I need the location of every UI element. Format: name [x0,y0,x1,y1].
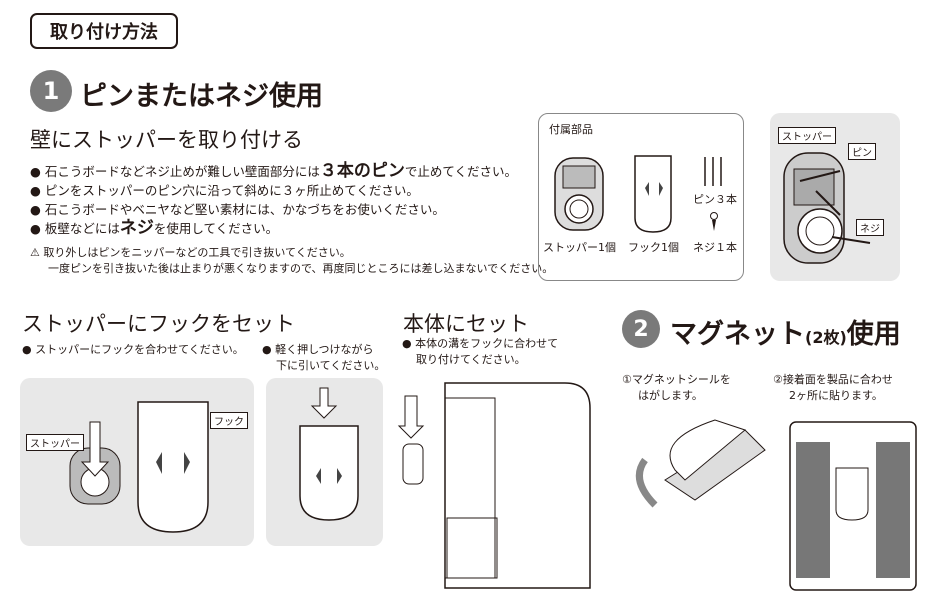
press-bullet: ● 軽く押しつけながら下に引いてください。 [262,343,386,372]
parts-title: 付属部品 [549,123,593,136]
bullet-text: 石こうボードなどネジ止めが難しい壁面部分には [44,164,320,179]
parts-box: 付属部品 ストッパー1個 フック1個 ピン３本 ネジ１本 [538,113,744,281]
bullet-text: 取り付けてください。 [416,353,526,366]
stopper-illustration [69,421,121,505]
part-label: ストッパー1個 [543,241,616,254]
magnet-step-2: ②接着面を製品に合わせ 2ヶ所に貼ります。 [773,372,893,404]
body-step-heading: 本体にセット [403,312,529,336]
hook-step-bullet: ● ストッパーにフックを合わせてください。 [22,343,244,356]
method1-heading: ピンまたはネジ使用 [80,81,323,112]
bullet-text: 下に引いてください。 [276,359,386,372]
hook-illustration [634,155,672,233]
warning-text: 取り外しはピンをニッパーなどの工具で引き抜いてください。 [43,246,351,259]
step-number-1: 1 [30,70,72,112]
screw-label: ネジ [856,219,884,236]
part-label: フック1個 [628,241,679,254]
bullet: ● 石こうボードやベニヤなど堅い素材には、かなづちをお使いください。 [30,202,445,217]
peel-magnet-illustration [635,419,766,508]
bullet-text: 本体の溝をフックに合わせて [415,337,559,350]
hook-label: フック [210,412,248,429]
step-text: ②接着面を製品に合わせ [773,373,893,386]
bullet-text: 板壁などには [44,221,120,236]
bullet-text: ストッパーにフックを合わせてください。 [35,343,244,356]
magnet-placement-illustration [789,421,917,591]
pin-icon [704,157,722,186]
bullet-emphasis: ネジ [119,218,154,238]
part-label: ネジ１本 [693,241,737,254]
stopper-diagram-panel: ストッパー ピン ネジ [770,113,900,281]
heading-text: マグネット [670,319,805,350]
stopper-label: ストッパー [778,127,836,144]
bullet-text: を使用してください。 [153,221,279,236]
body-step-bullet: ● 本体の溝をフックに合わせて取り付けてください。 [402,337,559,366]
step-text: ①マグネットシールを [622,373,731,386]
product-body-illustration [397,382,591,589]
heading-text: 使用 [846,319,901,350]
method2-heading: マグネット(2枚)使用 [670,312,901,351]
hook-illustration [137,401,209,533]
part-label: ピン３本 [693,193,737,206]
step-text: はがします。 [638,389,703,402]
bullet-text: ピンをストッパーのピン穴に沿って斜めに３ヶ所止めてください。 [44,183,419,198]
step-text: 2ヶ所に貼ります。 [789,389,883,402]
stopper-illustration [554,157,604,231]
peel-arrow-icon [635,457,658,508]
hook-step-heading: ストッパーにフックをセット [22,312,295,336]
bullet-text: 軽く押しつけながら [275,343,374,356]
magnet-step-1: ①マグネットシールをはがします。 [622,372,731,404]
hook-press-illustration [299,387,359,521]
hook-set-panel: ストッパー フック [20,378,254,546]
warning-icon: ⚠ [30,246,40,259]
bullet: ● 板壁などにはネジを使用してください。 [30,218,279,238]
bullet-list: ● 石こうボードなどネジ止めが難しい壁面部分には３本のピンで止めてください。 ●… [30,162,517,238]
warning-note: ⚠ 取り外しはピンをニッパーなどの工具で引き抜いてください。 一度ピンを引き抜い… [30,245,553,277]
section-title: 取り付け方法 [30,13,178,49]
bullet: ● ピンをストッパーのピン穴に沿って斜めに３ヶ所止めてください。 [30,183,419,198]
heading-count: (2枚) [805,328,847,347]
warning-text: 一度ピンを引き抜いた後は止まりが悪くなりますので、再度同じところには差し込まない… [48,262,554,275]
stopper-label: ストッパー [26,434,84,451]
screw-icon [710,212,718,231]
press-panel [266,378,383,546]
bullet: ● 石こうボードなどネジ止めが難しい壁面部分には３本のピンで止めてください。 [30,161,518,181]
step-number-2: 2 [622,310,660,348]
pin-label: ピン [848,143,876,160]
bullet-text: で止めてください。 [404,164,518,179]
bullet-emphasis: ３本のピン [319,161,405,181]
method1-subheading: 壁にストッパーを取り付ける [30,128,303,152]
stopper-pins-illustration [783,152,871,264]
bullet-text: 石こうボードやベニヤなど堅い素材には、かなづちをお使いください。 [44,202,445,217]
